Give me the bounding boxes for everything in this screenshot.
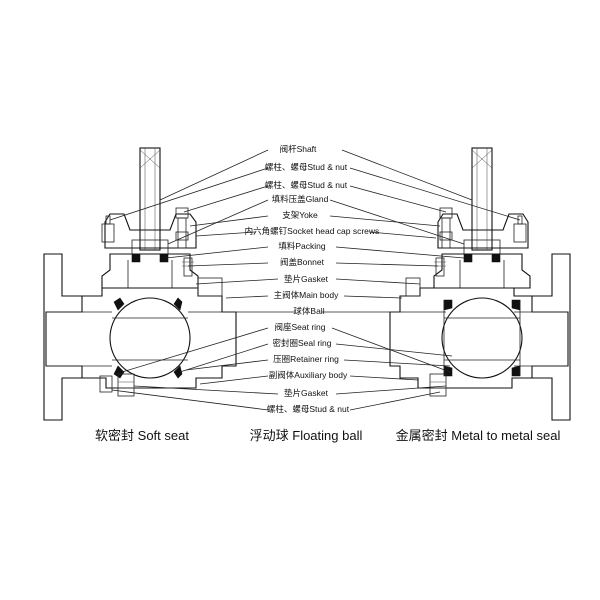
label-main-body: 主阀体Main body [274, 290, 339, 300]
label-ball: 球体Ball [293, 306, 324, 316]
label-seal-ring: 密封圈Seal ring [272, 338, 331, 348]
label-auxiliary-body: 副阀体Auxiliary body [269, 370, 348, 380]
captions: 软密封 Soft seat 浮动球 Floating ball 金属密封 Met… [95, 428, 560, 443]
label-stud-nut-3: 螺柱、螺母Stud & nut [267, 404, 350, 414]
leader-lines [109, 149, 521, 411]
caption-metal-to-metal-seal: 金属密封 Metal to metal seal [396, 428, 561, 443]
label-yoke: 支架Yoke [282, 210, 318, 220]
label-bonnet: 阀盖Bonnet [280, 257, 325, 267]
label-gasket-1: 垫片Gasket [284, 274, 329, 284]
metal-seat-valve-drawing [389, 147, 571, 421]
label-retainer-ring: 压圈Retainer ring [273, 354, 339, 364]
part-labels: 阀杆Shaft 螺柱、螺母Stud & nut 螺柱、螺母Stud & nut … [245, 144, 380, 414]
caption-soft-seat: 软密封 Soft seat [95, 428, 189, 443]
label-stud-nut-1: 螺柱、螺母Stud & nut [265, 162, 348, 172]
label-shaft: 阀杆Shaft [280, 144, 317, 154]
caption-floating-ball: 浮动球 Floating ball [250, 428, 363, 443]
label-gasket-2: 垫片Gasket [284, 388, 329, 398]
soft-seat-valve-drawing [43, 147, 237, 421]
label-packing: 填料Packing [278, 241, 326, 251]
label-gland: 填料压盖Gland [272, 194, 329, 204]
label-seat-ring: 阀座Seat ring [274, 322, 325, 332]
label-stud-nut-2: 螺柱、螺母Stud & nut [265, 180, 348, 190]
label-socket-head-cap-screws: 内六角螺钉Socket head cap screws [245, 226, 380, 236]
